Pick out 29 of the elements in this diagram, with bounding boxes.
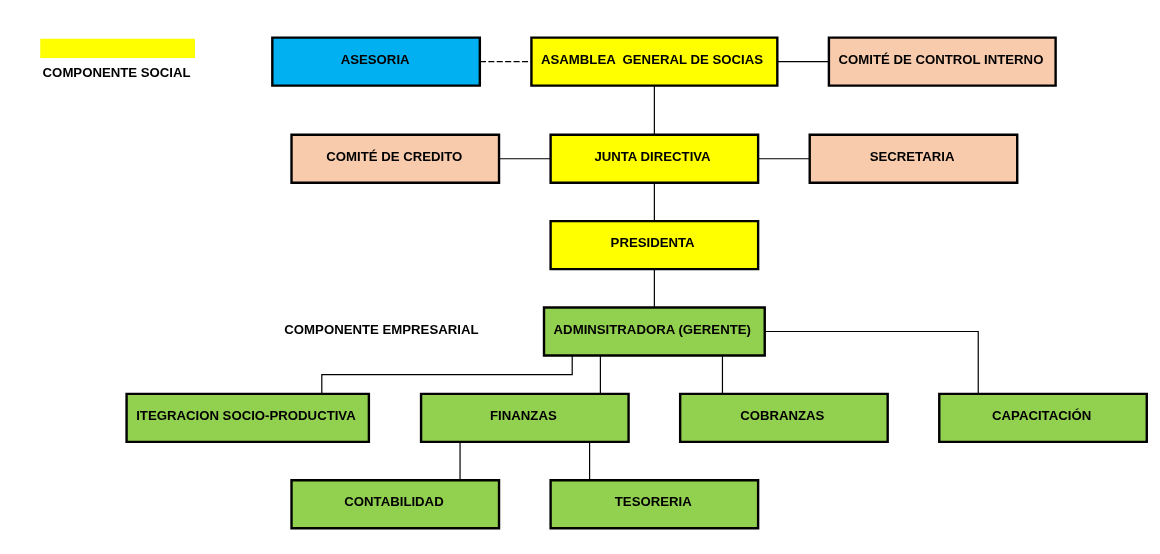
node-box: COBRANZAS — [678, 392, 889, 443]
connector — [589, 440, 591, 481]
connector — [459, 440, 461, 481]
connector — [498, 157, 552, 159]
connector — [777, 60, 830, 62]
connector — [321, 354, 573, 394]
node-box: COMITÉ DE CREDITO — [290, 133, 501, 184]
connector — [764, 330, 979, 394]
node-box: PRESIDENTA — [549, 219, 760, 270]
node-box: FINANZAS — [419, 392, 630, 443]
node-box: ADMINSITRADORA (GERENTE) — [542, 305, 766, 357]
connector — [721, 354, 724, 394]
connector — [653, 268, 655, 308]
node-box: ASAMBLEA GENERAL DE SOCIAS — [530, 35, 779, 87]
legend-label: COMPONENTE SOCIAL — [42, 64, 191, 80]
node-box: JUNTA DIRECTIVA — [549, 133, 760, 184]
node-box: SECRETARIA — [808, 133, 1019, 184]
node-box: ITEGRACION SOCIO-PRODUCTIVA — [125, 392, 371, 443]
connector — [599, 354, 601, 394]
node-box: COMITÉ DE CONTROL INTERNO — [827, 35, 1057, 87]
node-box: TESORERIA — [549, 478, 760, 529]
label: COMPONENTE EMPRESARIAL — [284, 321, 479, 337]
node-box: ASESORIA — [271, 35, 482, 87]
connector — [653, 84, 655, 135]
node-box: CONTABILIDAD — [290, 478, 501, 529]
connector — [653, 181, 655, 221]
connector — [479, 60, 532, 62]
connector — [757, 157, 811, 159]
node-box: CAPACITACIÓN — [938, 392, 1148, 443]
